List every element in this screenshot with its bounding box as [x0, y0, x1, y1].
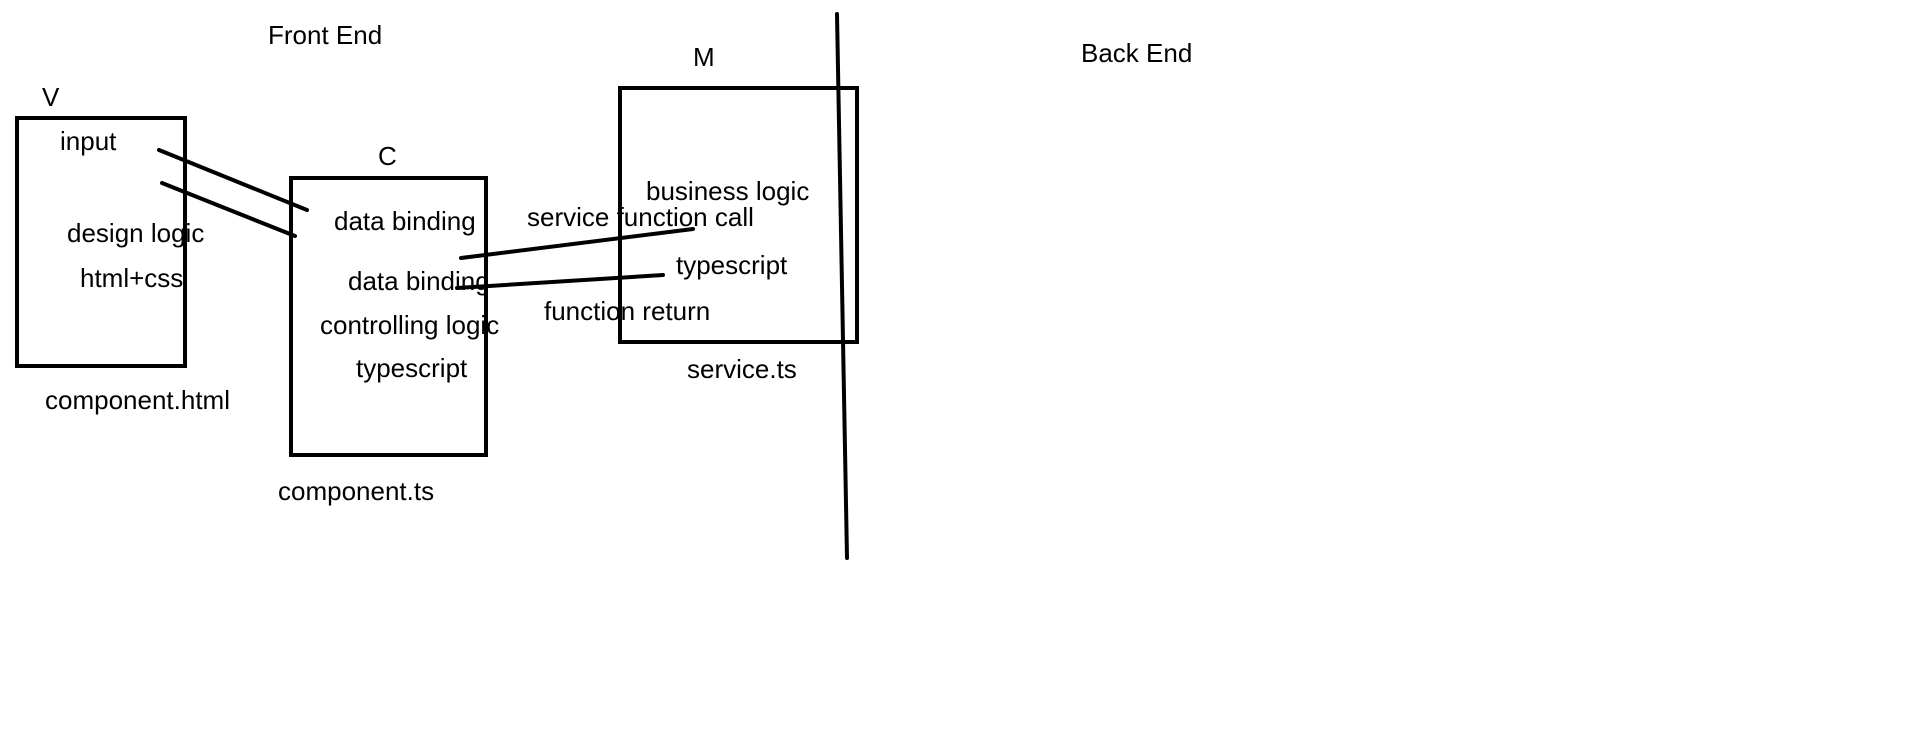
typescript-c-label: typescript [356, 353, 468, 383]
front-end-label: Front End [268, 20, 383, 50]
view-letter-label: V [42, 82, 60, 112]
service-call-line [459, 227, 695, 260]
controller-box [289, 176, 488, 457]
component-ts-label: component.ts [278, 476, 435, 506]
controller-letter-label: C [378, 141, 397, 171]
back-end-label: Back End [1081, 38, 1193, 68]
typescript-m-label: typescript [676, 250, 788, 280]
html-css-label: html+css [80, 263, 184, 293]
input-binding-line-1 [157, 148, 309, 212]
data-binding-label-2: data binding [348, 266, 490, 296]
input-label: input [60, 126, 117, 156]
component-html-label: component.html [45, 385, 230, 415]
data-binding-label-1: data binding [334, 206, 476, 236]
service-function-call-label: service function call [527, 202, 754, 232]
front-back-divider-line [835, 12, 849, 560]
service-ts-label: service.ts [687, 354, 797, 384]
controlling-logic-label: controlling logic [320, 310, 500, 340]
function-return-line [455, 273, 665, 290]
view-box [15, 116, 187, 368]
model-letter-label: M [693, 42, 715, 72]
input-binding-line-2 [160, 181, 297, 238]
design-logic-label: design logic [67, 218, 205, 248]
model-box [618, 86, 859, 344]
function-return-label: function return [544, 296, 711, 326]
business-logic-label: business logic [646, 176, 810, 206]
